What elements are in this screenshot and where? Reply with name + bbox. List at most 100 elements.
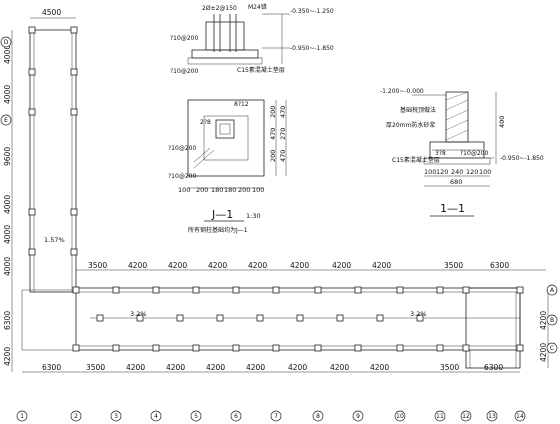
column-mid-1 [136,314,144,322]
j1-dim-0: 100 [178,186,190,194]
axis-bubble-A-label: A [550,287,555,294]
label-top-rebar: 2Ø±2@150 [202,5,237,12]
footing-plan [187,99,265,177]
left-dims: 4000 4000 9600 4000 4000 4000 6300 4200 [3,45,12,366]
axis-bubble-D: D [0,36,12,48]
axis-bubble-B-label: B [550,317,554,324]
wing-outline [29,29,77,293]
j1-dim-5: 100 [252,186,264,194]
label-plan-bar: 8?12 [234,101,249,108]
column-wing-right-0 [70,26,78,34]
column-wing-left-0 [28,26,36,34]
column-wing-left-3 [28,208,36,216]
column-wing-left-1 [28,68,36,76]
axis-bubble-4-label: 4 [154,413,158,420]
height-dim: 400 [498,116,506,128]
column-bottom-0 [72,344,80,352]
pad-note: C15素混凝土垫层 [392,156,440,164]
j1-side-dim-1: 200 [269,106,277,118]
detail-j1: 2Ø±2@150 M24错 -0.350~-1.250 -0.950~-1.85… [168,3,334,234]
column-wing-right-3 [70,208,78,216]
column-bottom-2 [152,344,160,352]
column-bottom-5 [272,344,280,352]
column-bottom-1 [112,344,120,352]
axis-bubble-13: 13 [486,410,498,422]
axis-bubble-14-label: 14 [516,413,524,420]
slope-mid-right: 3.2% [410,310,427,318]
dim-3: 120 [466,168,478,176]
top-dim-4: 4200 [248,261,267,270]
top-dim-8: 3500 [444,261,463,270]
left-dim-5: 4000 [3,257,12,276]
strip-pad [423,157,491,165]
top-dim-1: 4200 [128,261,147,270]
top-dim-3: 4200 [208,261,227,270]
axis-bubble-10-label: 10 [396,413,404,420]
foundation-plan: 4500 1.57% 3.2% 3.2% 3500 4200 4200 4200… [0,8,558,422]
column-top-2 [152,286,160,294]
mark-b: ?10@200 [460,150,488,157]
east-bay [465,287,521,369]
axis-bubble-2: 2 [70,410,82,422]
dim-left: 100 [424,168,436,176]
axis-bubble-11-label: 11 [436,413,444,420]
dim-2: 240 [451,168,463,176]
j1-side-dim-2: 200 [269,150,277,162]
axis-bubble-5-label: 5 [194,413,198,420]
elev-bottom: -0.950~-1.850 [500,155,544,162]
axis-bubble-B: B [546,314,558,326]
left-dim-4: 4000 [3,225,12,244]
column-top-9 [436,286,444,294]
column-bottom-11 [516,344,524,352]
left-dim-7: 4200 [3,347,12,366]
j1-title: J—1 [211,208,233,221]
column-top-6 [314,286,322,294]
column-bottom-6 [314,344,322,352]
j1-side-dim-5: 470 [279,150,287,162]
top-dims: 3500 4200 4200 4200 4200 4200 4200 4200 … [88,261,509,270]
label-elev2: -0.950~-1.850 [290,45,334,52]
axis-bubble-2-label: 2 [74,413,78,420]
axis-bubble-9: 9 [352,410,364,422]
wall-section [445,91,469,143]
pedestal-section [205,21,245,51]
j1-dim-3: 180 [224,186,236,194]
axis-bubble-7: 7 [270,410,282,422]
axis-bubble-6-label: 6 [234,413,238,420]
elev-top: -1.200~-0.000 [380,88,424,95]
axis-bubble-7-label: 7 [274,413,278,420]
column-bottom-9 [436,344,444,352]
j1-caption: 所有钢柱基础均为J—1 [188,226,248,234]
axis-bubble-8: 8 [312,410,324,422]
column-top-7 [354,286,362,294]
axis-bubble-6: 6 [230,410,242,422]
axis-bubble-E-label: E [4,117,8,124]
column-wing-right-1 [70,68,78,76]
bottom-dim-4: 4200 [206,363,225,372]
bottom-dim-0: 6300 [42,363,61,372]
column-wing-right-4 [70,248,78,256]
axis-bubble-5: 5 [190,410,202,422]
column-bottom-4 [232,344,240,352]
j1-dim-2: 180 [211,186,223,194]
j1-bottom-dims: 100 200 180 180 200 100 [178,186,264,194]
bottom-dims: 6300 3500 4200 4200 4200 4200 4200 4200 … [42,363,503,372]
j1-side-dims: 470 200 200 470 270 470 [269,106,287,162]
detail-1-1: -1.200~-0.000 基础棁顶做法 厚20mm防水砂浆 3?8 ?10@2… [380,88,544,217]
j1-scale: 1:30 [246,212,261,220]
axis-bubble-11: 11 [434,410,446,422]
axis-bubble-1: 1 [16,410,28,422]
axis-bubble-1-label: 1 [20,413,24,420]
column-mid-0 [96,314,104,322]
top-dim-6: 4200 [332,261,351,270]
column-mid-3 [216,314,224,322]
column-wing-right-2 [70,108,78,116]
note-1: 基础棁顶做法 [400,106,436,114]
j1-side-dim-3: 470 [279,106,287,118]
bottom-dim-3: 4200 [166,363,185,372]
axis-bubble-C: C [546,342,558,354]
top-dim-7: 4200 [372,261,391,270]
slope-wing: 1.57% [44,236,65,244]
